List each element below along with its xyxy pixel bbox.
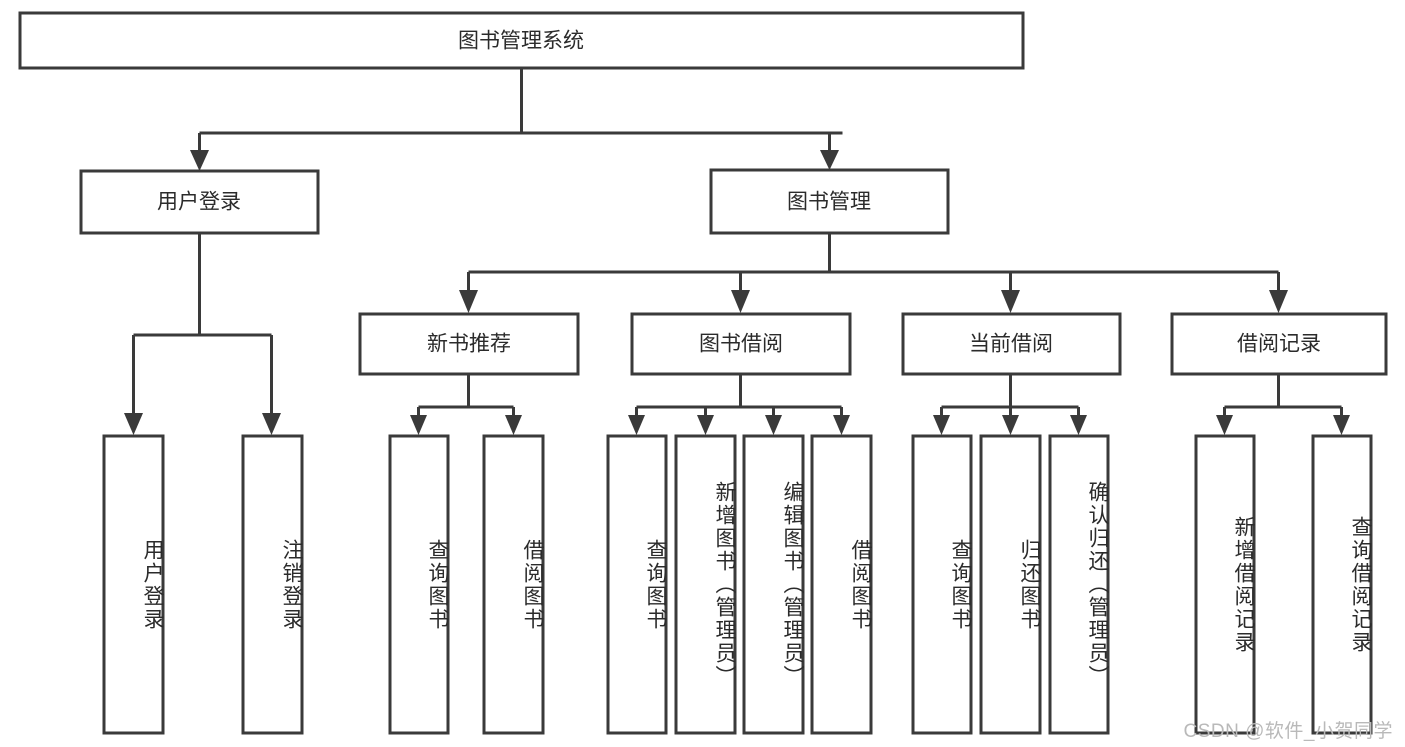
node-label-new-book-recommendation: 新书推荐 [427, 333, 511, 356]
node-label-user-login: 用户登录 [157, 191, 241, 214]
leaf-box-confirm-return-admin[interactable] [1048, 434, 1110, 735]
leaf-box-add-book-admin[interactable] [674, 434, 737, 735]
node-new-book-recommendation[interactable]: 新书推荐 [358, 312, 580, 376]
node-user-login[interactable]: 用户登录 [79, 169, 320, 235]
node-book-borrowing[interactable]: 图书借阅 [630, 312, 852, 376]
node-label-book-borrowing: 图书借阅 [699, 333, 783, 356]
node-label-current-borrowing: 当前借阅 [969, 333, 1053, 356]
node-book-management-system[interactable]: 图书管理系统 [18, 11, 1025, 70]
watermark-text: CSDN @软件_小贺同学 [1183, 721, 1393, 742]
leaf-box-query-books-borrow[interactable] [606, 434, 668, 735]
node-label-borrowing-records: 借阅记录 [1237, 333, 1321, 356]
leaf-boxes [102, 434, 1373, 735]
leaf-box-query-books-current[interactable] [911, 434, 973, 735]
node-label-title: 图书管理系统 [458, 30, 584, 53]
connector-lines [132, 68, 1343, 415]
leaf-box-edit-book-admin[interactable] [742, 434, 805, 735]
arrow-heads [124, 150, 1350, 435]
leaf-box-add-record[interactable] [1194, 434, 1256, 735]
leaf-box-query-books-rec[interactable] [388, 434, 450, 735]
leaf-box-user-login[interactable] [102, 434, 165, 735]
node-borrowing-records[interactable]: 借阅记录 [1170, 312, 1388, 376]
node-current-borrowing[interactable]: 当前借阅 [901, 312, 1122, 376]
leaf-box-query-record[interactable] [1311, 434, 1373, 735]
node-label-book-management: 图书管理 [787, 191, 871, 214]
leaf-box-logout[interactable] [241, 434, 304, 735]
node-book-management[interactable]: 图书管理 [709, 168, 950, 235]
leaf-box-borrow-books-rec[interactable] [482, 434, 545, 735]
leaf-box-return-books[interactable] [979, 434, 1042, 735]
leaf-box-borrow-books[interactable] [810, 434, 873, 735]
